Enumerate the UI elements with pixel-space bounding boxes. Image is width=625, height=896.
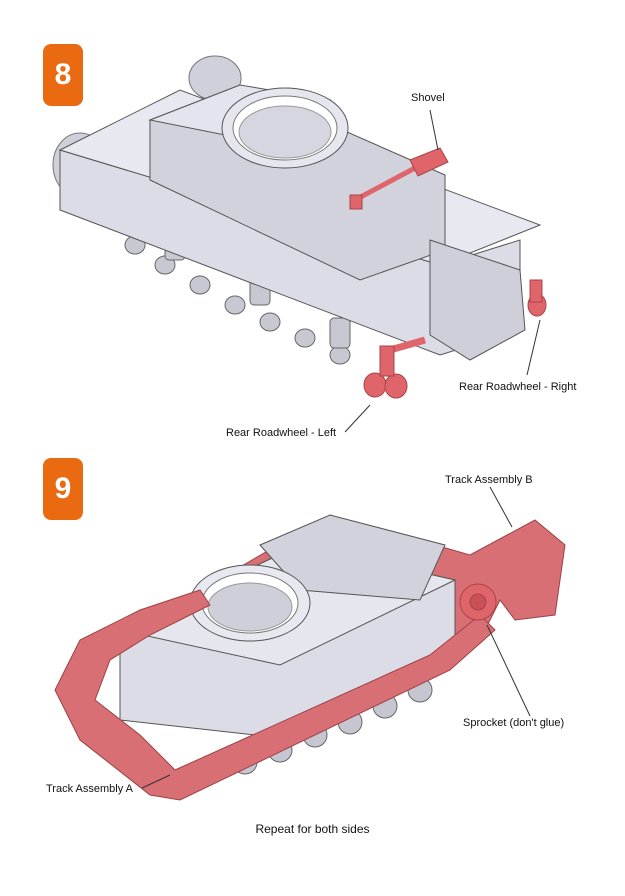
step-8-badge: 8 — [43, 44, 83, 106]
label-shovel: Shovel — [411, 92, 445, 104]
footer-note: Repeat for both sides — [255, 822, 370, 836]
rear-left-leader — [344, 404, 371, 433]
track-a-leader — [141, 774, 171, 789]
track-b-leader — [489, 486, 513, 528]
sprocket-part — [459, 583, 497, 621]
label-sprocket: Sprocket (don't glue) — [463, 717, 565, 729]
label-track-assembly-a: Track Assembly A — [46, 783, 134, 795]
label-rear-roadwheel-right: Rear Roadwheel - Right — [459, 381, 577, 393]
track-assembly-a-part — [54, 589, 496, 801]
label-track-assembly-b: Track Assembly B — [445, 474, 533, 486]
sprocket-leader — [486, 624, 531, 717]
step-8-tank — [52, 55, 547, 433]
rear-roadwheel-right-part — [527, 279, 547, 317]
rear-right-leader — [526, 319, 541, 376]
shovel-leader — [429, 109, 439, 151]
shovel-part — [349, 147, 449, 210]
label-rear-roadwheel-left: Rear Roadwheel - Left — [226, 427, 337, 439]
step-9-tank — [54, 486, 566, 801]
step-9-badge: 9 — [43, 458, 83, 520]
rear-roadwheel-left-part — [363, 336, 426, 399]
